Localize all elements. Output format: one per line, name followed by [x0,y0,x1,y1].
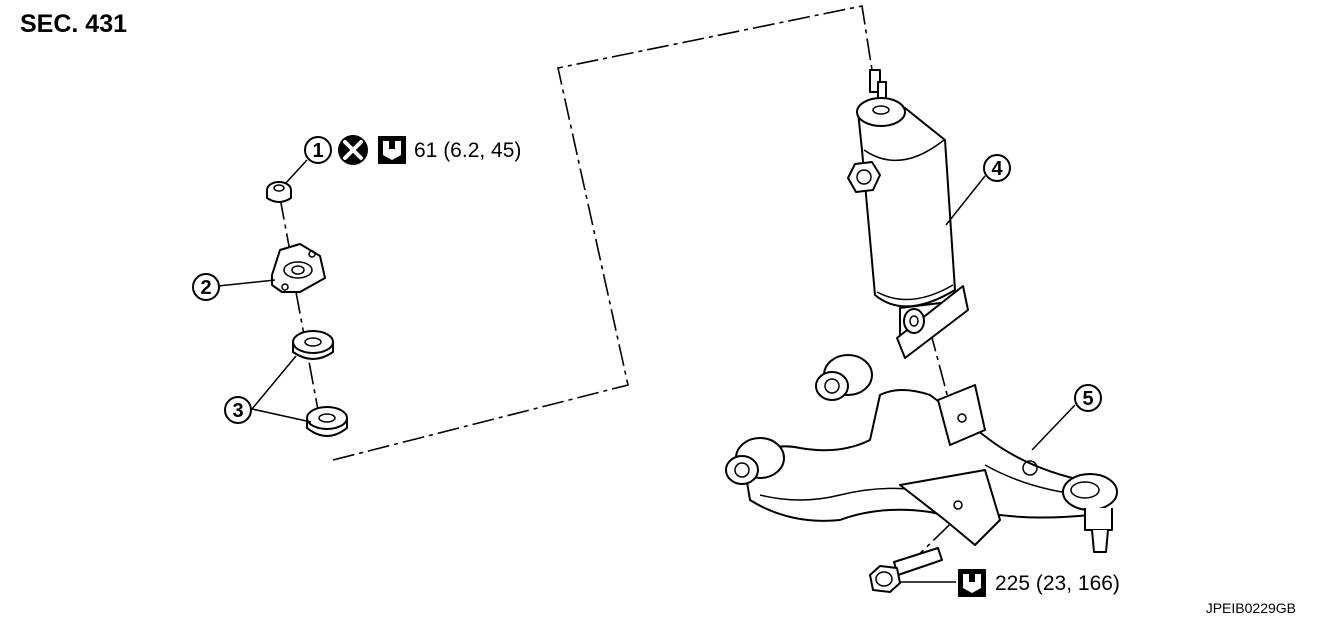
svg-text:5: 5 [1082,388,1093,410]
lower-bushing-part [306,406,348,437]
torque-wrench-icon [378,136,406,164]
svg-text:3: 3 [232,400,243,422]
callout-2: 2 [192,273,220,301]
bolt-part [869,547,943,593]
upper-bushing-part [292,330,334,360]
svg-text:1: 1 [312,140,323,162]
lower-arm-part [725,354,1118,553]
nut-torque-spec: 61 (6.2, 45) [414,139,522,162]
nut-part [266,181,292,203]
do-not-reuse-icon [338,135,368,165]
svg-text:2: 2 [200,277,211,299]
callout-5: 5 [1074,384,1102,412]
bolt-torque-spec: 225 (23, 166) [995,572,1120,595]
callout-4: 4 [983,154,1011,182]
leader-3 [250,355,312,423]
shock-absorber-part [847,69,969,359]
bracket-plate-part [271,243,326,293]
assembly-guide-line [332,5,873,461]
section-title: SEC. 431 [20,10,128,38]
leader-4 [945,175,986,226]
leader-5 [1031,404,1076,451]
centerline-bushings [295,291,319,411]
leader-2 [217,279,276,287]
leader-1 [284,159,308,185]
figure-code: JPEIB0229GB [1205,600,1296,616]
svg-text:4: 4 [991,158,1003,180]
callout-3: 3 [224,396,252,424]
callout-1: 1 [304,136,332,164]
torque-wrench-icon [958,569,986,597]
